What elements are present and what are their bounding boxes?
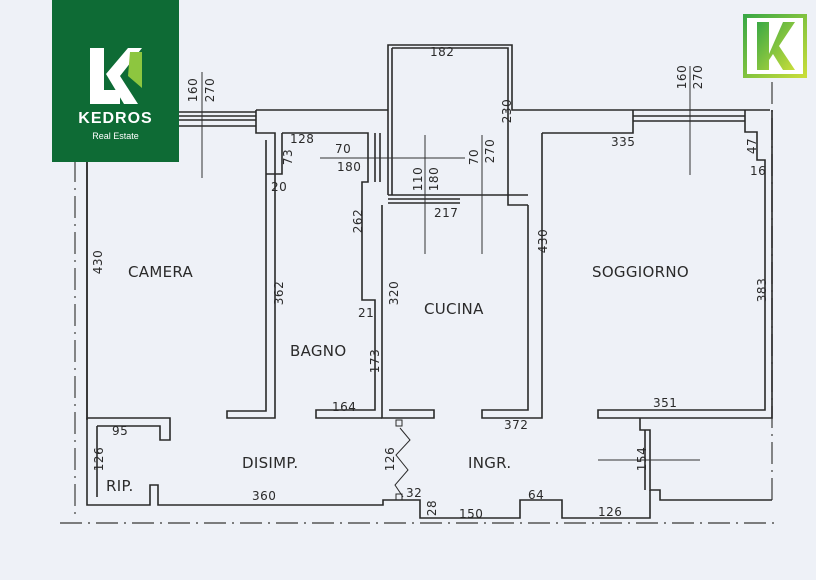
dim-balcony-door-w: 110 [411, 166, 426, 192]
dim-entrance-door: 126 [383, 446, 398, 472]
dim-kitchen-window-w: 70 [467, 148, 482, 166]
dim-rip-left: 126 [92, 446, 107, 472]
dim-camera-window-h: 160 [186, 77, 201, 103]
dim-camera-left: 430 [91, 249, 106, 275]
room-label-ingresso: INGR. [468, 454, 512, 472]
dim-balcony-door-h: 180 [427, 166, 442, 192]
dim-living-bottom: 351 [653, 396, 678, 410]
dim-bagno-right-upper: 262 [351, 208, 366, 234]
dim-entrance-small-b: 28 [425, 499, 440, 517]
k-logo-icon [90, 48, 142, 104]
dim-living-window-h: 160 [675, 64, 690, 90]
dim-ingr-bottom-b: 126 [598, 505, 623, 519]
camera-walls [86, 160, 171, 441]
dim-kitchen-right: 430 [536, 228, 551, 254]
dim-camera-window-h2: 270 [203, 77, 218, 103]
dim-bagno-step-v: 73 [281, 148, 296, 166]
dim-living-step-a: 47 [745, 137, 760, 155]
room-label-soggiorno: SOGGIORNO [592, 263, 689, 281]
room-label-bagno: BAGNO [290, 342, 347, 360]
room-label-disimpegno: DISIMP. [242, 454, 299, 472]
dim-entrance-small-a: 32 [406, 486, 423, 500]
dim-bagno-step-h: 20 [271, 180, 288, 194]
dim-kitchen-window-h: 270 [483, 138, 498, 164]
brand-subtitle: Real Estate [92, 131, 139, 141]
brand-name: KEDROS [78, 110, 153, 127]
dim-disimp-bottom: 360 [252, 489, 277, 503]
dim-kitchen-left: 320 [387, 280, 402, 306]
dim-bagno-top: 128 [290, 132, 315, 146]
dim-ingr-bottom-a: 150 [459, 507, 484, 521]
room-label-ripostiglio: RIP. [106, 477, 134, 495]
dim-living-top: 335 [611, 135, 636, 149]
dim-kitchen-bottom: 372 [504, 418, 529, 432]
dim-balcony-right: 230 [500, 98, 515, 124]
dim-ingr-door-right: 154 [635, 446, 650, 472]
room-label-cucina: CUCINA [424, 300, 484, 318]
room-label-camera: CAMERA [128, 263, 194, 281]
dim-bagno-step-small: 21 [358, 306, 375, 320]
dim-balcony-top: 182 [430, 45, 455, 59]
dim-living-step-b: 16 [750, 164, 767, 178]
dim-bagno-window-w: 70 [335, 142, 352, 156]
k-corner-logo-icon [743, 14, 807, 78]
dim-bagno-right-lower: 173 [368, 348, 383, 374]
dim-living-right: 383 [755, 277, 770, 303]
dim-bagno-bottom: 164 [332, 400, 357, 414]
dim-ingr-niche: 64 [528, 488, 545, 502]
dim-kitchen-top: 217 [434, 206, 459, 220]
kedros-logo: KEDROS Real Estate [52, 0, 179, 162]
dim-rip-top: 95 [112, 424, 129, 438]
dim-bagno-window-h: 180 [337, 160, 362, 174]
dim-living-window-h2: 270 [691, 64, 706, 90]
dim-camera-right: 362 [272, 280, 287, 306]
